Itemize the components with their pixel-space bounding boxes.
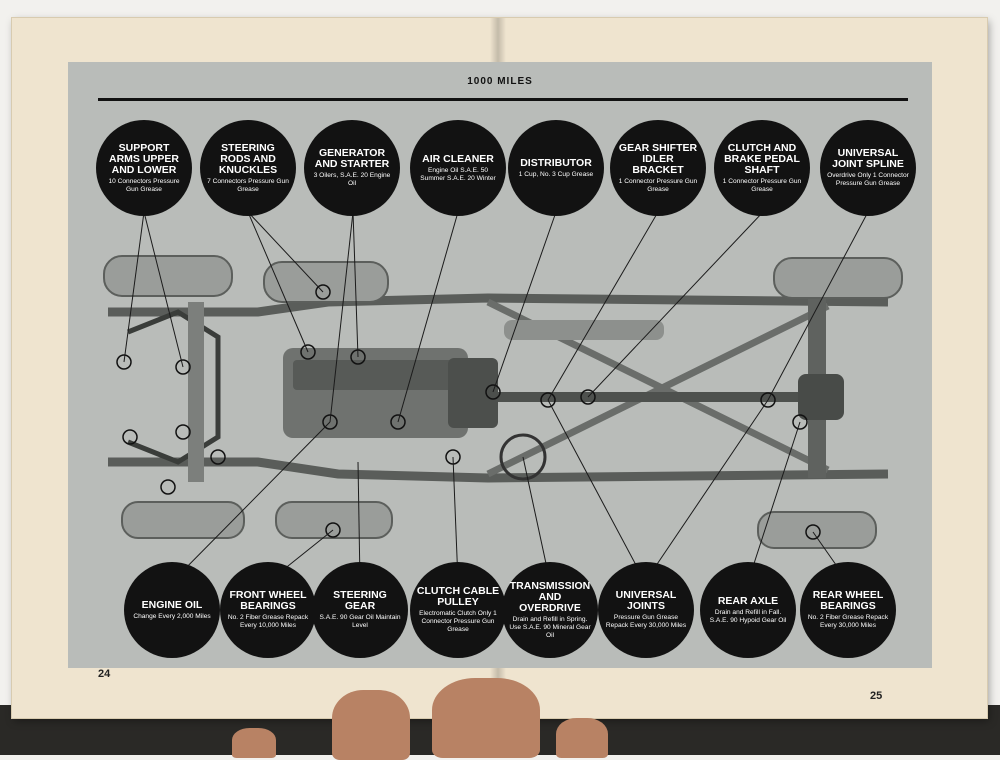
wheel-rear-right: [275, 501, 393, 539]
label-engine-oil: Engine Oil Change Every 2,000 Miles: [124, 562, 220, 658]
label-universal-joints: Universal Joints Pressure Gun Grease Rep…: [598, 562, 694, 658]
rear-differential: [798, 374, 844, 420]
lube-points: [116, 284, 821, 540]
label-distributor: Distributor 1 Cup, No. 3 Cup Grease: [508, 120, 604, 216]
label-clutch-brake: Clutch and Brake Pedal Shaft 1 Connector…: [714, 120, 810, 216]
wheel-rear-left: [121, 501, 245, 539]
label-transmission-overdrive: Transmission and Overdrive Drain and Ref…: [502, 562, 598, 658]
finger-4: [556, 718, 608, 758]
label-universal-spline: Universal Joint Spline Overdrive Only 1 …: [820, 120, 916, 216]
transmission-case: [448, 358, 498, 428]
front-suspension: [127, 309, 221, 465]
label-support-arms: Support Arms Upper and Lower 10 Connecto…: [96, 120, 192, 216]
wheel-front-right: [263, 261, 389, 303]
wheel-front-left: [103, 255, 233, 297]
finger-1: [232, 728, 276, 758]
wheel-rear-axle-right: [757, 511, 877, 549]
label-air-cleaner: Air Cleaner Engine Oil S.A.E. 50 Summer …: [410, 120, 506, 216]
label-steering-gear: Steering Gear S.A.E. 90 Gear Oil Maintai…: [312, 562, 408, 658]
chassis-illustration: [103, 211, 903, 583]
frame-rail-right: [108, 457, 889, 483]
steering-wheel: [499, 433, 547, 481]
wheel-rear-axle-left: [773, 257, 903, 299]
label-front-wheel-bearings: Front Wheel Bearings No. 2 Fiber Grease …: [220, 562, 316, 658]
drive-shaft: [488, 392, 808, 402]
lubrication-chart-plate: 1000 MILES: [68, 62, 932, 668]
label-generator-starter: Generator and Starter 3 Oilers, S.A.E. 2…: [304, 120, 400, 216]
page-number-left: 24: [98, 668, 111, 680]
label-steering-rods: Steering Rods and Knuckles 7 Connectors …: [200, 120, 296, 216]
finger-3: [432, 678, 540, 758]
label-clutch-cable-pulley: Clutch Cable Pulley Electromatic Clutch …: [410, 562, 506, 658]
label-rear-wheel-bearings: Rear Wheel Bearings No. 2 Fiber Grease R…: [800, 562, 896, 658]
finger-2: [332, 690, 410, 760]
label-gear-shifter: Gear Shifter Idler Bracket 1 Connector P…: [610, 120, 706, 216]
label-rear-axle: Rear Axle Drain and Refill in Fall. S.A.…: [700, 562, 796, 658]
header-rule: [98, 98, 908, 101]
page-number-right: 25: [870, 690, 883, 702]
lubrication-booklet: 1000 MILES: [12, 18, 987, 718]
leader-lines: [123, 211, 869, 583]
chart-header: 1000 MILES: [467, 76, 533, 87]
muffler: [504, 320, 664, 340]
